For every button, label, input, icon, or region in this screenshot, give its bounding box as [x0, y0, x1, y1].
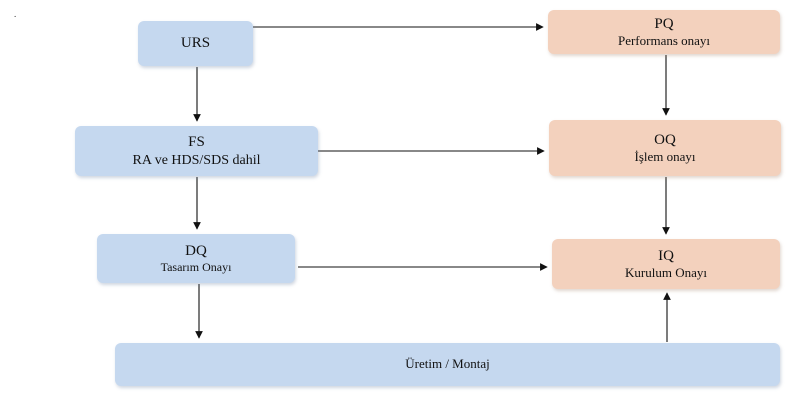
fs-subtitle: RA ve HDS/SDS dahil: [132, 152, 261, 168]
fs-box: FS RA ve HDS/SDS dahil: [75, 126, 318, 176]
pq-box: PQ Performans onayı: [548, 10, 780, 54]
fs-title: FS: [188, 133, 205, 150]
iq-title: IQ: [658, 247, 674, 264]
urs-title: URS: [180, 35, 211, 52]
production-box: Üretim / Montaj: [115, 343, 780, 386]
production-title: Üretim / Montaj: [405, 356, 490, 372]
dq-subtitle: Tasarım Onayı: [160, 260, 232, 275]
iq-box: IQ Kurulum Onayı: [552, 239, 780, 289]
iq-subtitle: Kurulum Onayı: [625, 265, 707, 281]
oq-box: OQ İşlem onayı: [549, 120, 781, 176]
pq-title: PQ: [654, 15, 674, 32]
oq-title: OQ: [654, 131, 676, 148]
pq-subtitle: Performans onayı: [617, 33, 711, 49]
corner-mark: .: [14, 9, 17, 19]
dq-title: DQ: [185, 242, 207, 259]
dq-box: DQ Tasarım Onayı: [97, 234, 295, 283]
urs-box: URS: [138, 21, 253, 66]
oq-subtitle: İşlem onayı: [634, 149, 696, 165]
